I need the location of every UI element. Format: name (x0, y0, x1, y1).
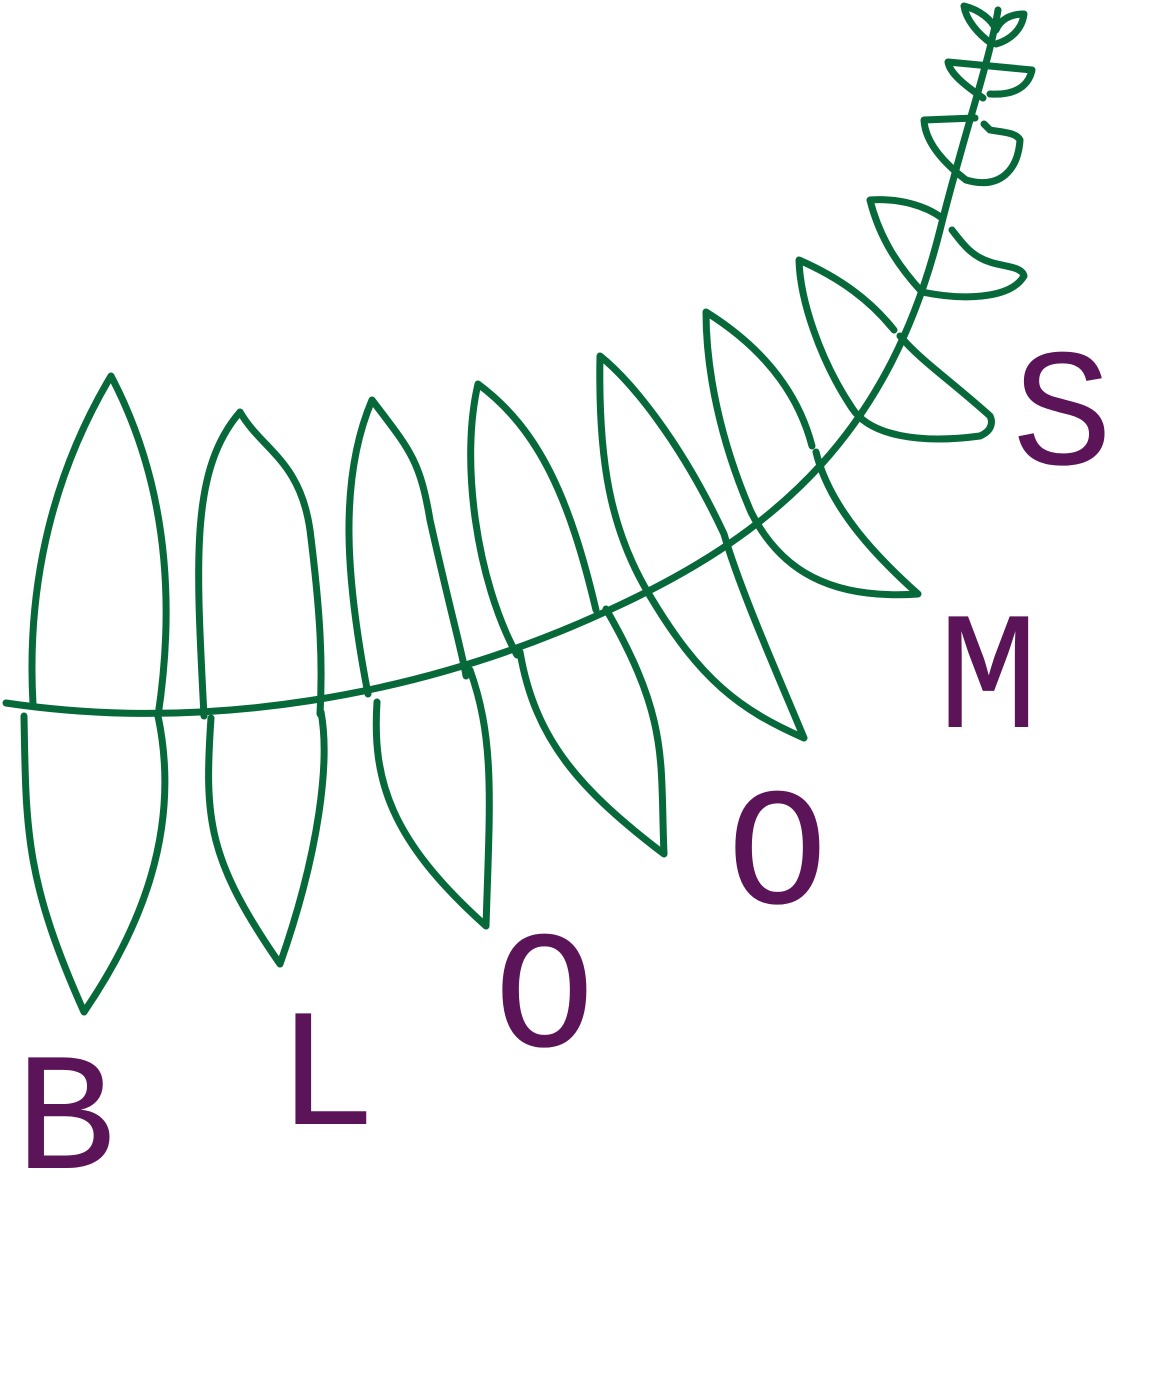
wordmark-letter-o: O (494, 907, 595, 1097)
wordmark-letter-l: L (276, 985, 377, 1175)
fern-frond-icon (2, 2, 1036, 1016)
fern-leaf (866, 196, 946, 296)
fern-leaf (467, 380, 600, 659)
fern-leaf (795, 256, 898, 412)
fern-leaf (205, 708, 328, 968)
fern-leaf (920, 114, 979, 184)
wordmark-letter-o: O (727, 764, 828, 954)
fern-leaf (596, 352, 808, 742)
wordmark: B L O O M S (15, 325, 1113, 1219)
fern-leaf (195, 408, 325, 720)
fern-leaf (372, 666, 493, 930)
fern-leaf (960, 2, 1028, 48)
fern-leaf (918, 226, 1028, 301)
fern-leaf (848, 332, 995, 443)
fern-stem (2, 6, 1002, 717)
wordmark-letter-m: M (938, 588, 1039, 778)
fern-leaf (962, 120, 1024, 187)
fern-leaf (944, 58, 1036, 102)
fern-leaf (28, 372, 170, 720)
wordmark-letter-b: B (15, 1029, 116, 1219)
fern-leaf (702, 308, 816, 516)
wordmark-letter-s: S (1012, 325, 1113, 515)
fern-leaf (20, 712, 169, 1016)
fern-leaf (516, 605, 668, 858)
fern-leaf (345, 396, 470, 698)
fern-leaf (747, 448, 922, 599)
